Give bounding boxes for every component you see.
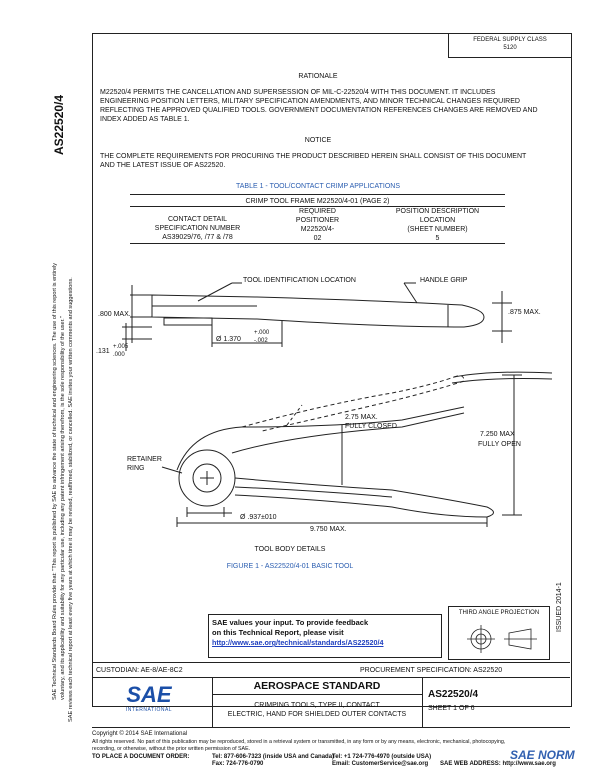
doc-number: AS22520/4 — [428, 689, 479, 700]
projection-box: THIRD ANGLE PROJECTION — [448, 606, 550, 660]
label-retainer-1: RETAINER — [127, 456, 162, 463]
tel-1: Tel: 877-606-7323 (inside USA and Canada… — [212, 754, 335, 760]
table1-cell-sheet: 5 — [435, 235, 440, 242]
standard-title: AEROSPACE STANDARD — [253, 680, 381, 692]
label-retainer-2: RING — [127, 465, 145, 472]
projection-symbol — [467, 625, 537, 653]
dim-937: Ø .937±010 — [240, 514, 277, 521]
rights-line1: All rights reserved. No part of this pub… — [92, 739, 506, 745]
doc-subtitle-1: CRIMPING TOOLS, TYPE II, CONTACT — [254, 702, 380, 709]
label-tool-id: TOOL IDENTIFICATION LOCATION — [243, 277, 356, 284]
dim-275-line2: FULLY CLOSED — [345, 423, 397, 430]
table1-col2-header: REQUIRED POSITIONER M22520/4- 02 — [265, 207, 370, 243]
feedback-line2: on this Technical Report, please visit — [212, 628, 344, 637]
dim-800: .800 MAX. — [98, 311, 131, 318]
rights-line2: recording, or otherwise, without the pri… — [92, 746, 251, 752]
dim-7250-line2: FULLY OPEN — [478, 441, 521, 448]
dim-875: .875 MAX. — [508, 309, 541, 316]
feedback-box: SAE values your input. To provide feedba… — [208, 614, 442, 658]
fax: Fax: 724-776-0790 — [212, 761, 264, 767]
table1-col3-header: POSITION DESCRIPTION LOCATION (SHEET NUM… — [370, 207, 505, 243]
table1-col1-header: CONTACT DETAIL SPECIFICATION NUMBER AS39… — [130, 215, 265, 242]
watermark: SAE NORM — [510, 748, 575, 762]
web-address[interactable]: SAE WEB ADDRESS: http://www.sae.org — [440, 761, 556, 767]
title-block: SAE INTERNATIONAL AEROSPACE STANDARD CRI… — [92, 677, 570, 728]
custodian: CUSTODIAN: AE-8/AE-8C2 — [96, 667, 183, 674]
dim-7250-line1: 7.250 MAX — [480, 431, 515, 438]
rationale-body: M22520/4 PERMITS THE CANCELLATION AND SU… — [100, 89, 538, 123]
feedback-line1: SAE values your input. To provide feedba… — [212, 618, 369, 627]
figure-caption: FIGURE 1 - AS22520/4-01 BASIC TOOL — [226, 563, 354, 570]
dim-131-tol-plus: +.005 — [113, 344, 129, 350]
fsc-label: FEDERAL SUPPLY CLASS — [473, 37, 547, 43]
side-doc-number: AS22520/4 — [52, 94, 66, 155]
dim-131-tol-minus: .000 — [113, 352, 125, 358]
issued-date: ISSUED 2014-1 — [556, 582, 563, 632]
doc-subtitle-2: ELECTRIC, HAND FOR SHIELDED OUTER CONTAC… — [227, 711, 407, 718]
label-handle-grip: HANDLE GRIP — [420, 277, 468, 284]
tool-drawing — [122, 282, 553, 527]
table1: CRIMP TOOL FRAME M22520/4-01 (PAGE 2) CO… — [130, 194, 505, 244]
table1-frame-header: CRIMP TOOL FRAME M22520/4-01 (PAGE 2) — [245, 198, 390, 205]
dim-1370-tol-minus: -.002 — [254, 338, 268, 344]
email: Email: CustomerService@sae.org — [332, 761, 429, 767]
procurement-spec: PROCUREMENT SPECIFICATION: AS22520 — [360, 667, 503, 674]
fsc-box: FEDERAL SUPPLY CLASS 5120 — [448, 33, 571, 58]
copyright: Copyright © 2014 SAE International — [92, 731, 188, 737]
rationale-title: RATIONALE — [298, 73, 338, 80]
margin-note-1: SAE Technical Standards Board Rules prov… — [52, 262, 58, 700]
tel-2: Tel: +1 724-776-4970 (outside USA) — [332, 754, 432, 760]
sae-logo: SAE INTERNATIONAL — [125, 682, 173, 714]
dim-275-line1: 2.75 MAX. — [345, 414, 378, 421]
margin-note-3: SAE reviews each technical report at lea… — [68, 277, 74, 722]
dim-1370: Ø 1.370 — [216, 336, 241, 343]
table1-caption: TABLE 1 - TOOL/CONTACT CRIMP APPLICATION… — [235, 183, 401, 190]
label-body-details: TOOL BODY DETAILS — [254, 546, 326, 553]
projection-label: THIRD ANGLE PROJECTION — [458, 610, 540, 616]
dim-9750: 9.750 MAX. — [310, 526, 347, 533]
order-label: TO PLACE A DOCUMENT ORDER: — [92, 754, 190, 760]
dim-131: .131 — [96, 348, 110, 355]
feedback-link[interactable]: http://www.sae.org/technical/standards/A… — [212, 638, 384, 647]
dim-1370-tol-plus: +.000 — [254, 330, 270, 336]
notice-body: THE COMPLETE REQUIREMENTS FOR PROCURING … — [100, 153, 527, 169]
table1-cell-positioner: 02 — [313, 235, 322, 242]
sheet-number: SHEET 1 OF 6 — [428, 705, 475, 712]
fsc-number: 5120 — [503, 45, 517, 51]
table1-cell-spec: AS39029/76, /77 & /78 — [162, 234, 233, 241]
margin-note-2: voluntary, and its applicability and sui… — [60, 316, 66, 700]
notice-title: NOTICE — [304, 137, 332, 144]
